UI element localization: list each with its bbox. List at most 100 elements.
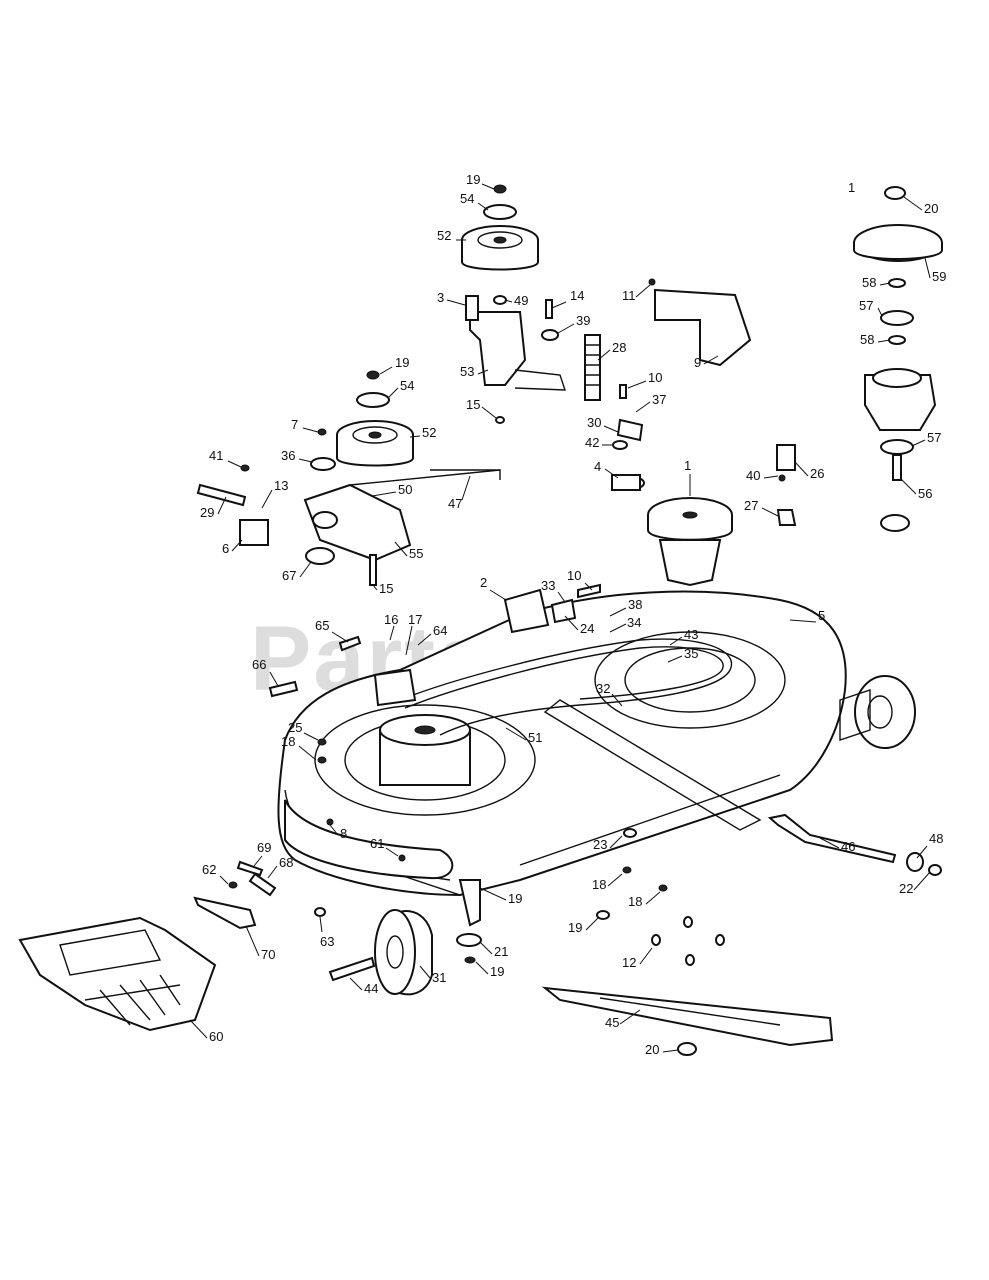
part-callout-40: 40 xyxy=(746,468,760,483)
small-hardware xyxy=(268,299,797,862)
callout-leader-65 xyxy=(331,631,349,643)
callout-leader-14 xyxy=(551,301,567,309)
part-callout-57: 57 xyxy=(859,298,873,313)
callout-leader-40 xyxy=(763,475,779,479)
callout-leader-33 xyxy=(557,591,566,603)
part-callout-39: 39 xyxy=(576,313,590,328)
center-spindle-assembly xyxy=(611,474,733,587)
callout-leader-5 xyxy=(789,619,817,623)
callout-leader-54 xyxy=(477,202,489,211)
part-callout-58: 58 xyxy=(862,275,876,290)
callout-leader-19 xyxy=(481,183,495,190)
callout-leader-27 xyxy=(761,507,779,517)
part-callout-1: 1 xyxy=(848,180,855,195)
part-callout-20: 20 xyxy=(924,201,938,216)
part-callout-64: 64 xyxy=(433,623,447,638)
part-callout-69: 69 xyxy=(257,840,271,855)
part-callout-1: 1 xyxy=(684,458,691,473)
callout-leader-24 xyxy=(564,615,579,631)
part-callout-15: 15 xyxy=(379,581,393,596)
callout-leader-46 xyxy=(819,837,840,849)
callout-leader-29 xyxy=(217,496,227,515)
part-callout-54: 54 xyxy=(460,191,474,206)
callout-leader-10 xyxy=(627,380,647,389)
part-callout-52: 52 xyxy=(422,425,436,440)
part-callout-70: 70 xyxy=(261,947,275,962)
part-callout-19: 19 xyxy=(508,891,522,906)
part-callout-35: 35 xyxy=(684,646,698,661)
callout-leader-52 xyxy=(409,435,421,438)
part-callout-49: 49 xyxy=(514,293,528,308)
part-callout-46: 46 xyxy=(841,839,855,854)
callout-leader-8 xyxy=(329,824,339,836)
callout-leader-38 xyxy=(609,607,627,617)
part-callout-56: 56 xyxy=(918,486,932,501)
callout-leader-16 xyxy=(389,625,395,641)
callout-leader-51 xyxy=(505,727,527,741)
part-callout-27: 27 xyxy=(744,498,758,513)
callout-leader-44 xyxy=(349,977,363,991)
part-callout-41: 41 xyxy=(209,448,223,463)
callout-leader-18 xyxy=(607,873,623,887)
callout-leader-25 xyxy=(303,732,319,741)
callout-leader-23 xyxy=(609,835,623,849)
callout-leader-54 xyxy=(387,387,399,399)
part-callout-47: 47 xyxy=(448,496,462,511)
callout-leader-35 xyxy=(667,655,683,663)
part-callout-67: 67 xyxy=(282,568,296,583)
part-callout-60: 60 xyxy=(209,1029,223,1044)
callout-leader-47 xyxy=(461,475,471,501)
callout-leader-13 xyxy=(261,489,273,509)
callout-leader-37 xyxy=(635,401,651,413)
part-callout-25: 25 xyxy=(288,720,302,735)
callout-leader-48 xyxy=(916,845,928,859)
part-callout-65: 65 xyxy=(315,618,329,633)
callout-leader-7 xyxy=(302,427,319,433)
part-callout-58: 58 xyxy=(860,332,874,347)
part-callout-3: 3 xyxy=(437,290,444,305)
part-callout-38: 38 xyxy=(628,597,642,612)
left-idler-pulley-assembly xyxy=(196,370,501,586)
part-callout-26: 26 xyxy=(810,466,824,481)
part-callout-31: 31 xyxy=(432,970,446,985)
callout-leader-43 xyxy=(669,636,683,646)
part-callout-22: 22 xyxy=(899,881,913,896)
part-callout-14: 14 xyxy=(570,288,584,303)
callout-leader-19 xyxy=(585,917,599,931)
callout-leader-9 xyxy=(703,355,719,365)
callout-leader-45 xyxy=(619,1009,641,1025)
callout-leader-67 xyxy=(299,561,312,578)
part-callout-63: 63 xyxy=(320,934,334,949)
part-callout-33: 33 xyxy=(541,578,555,593)
part-callout-61: 61 xyxy=(370,836,384,851)
part-callout-13: 13 xyxy=(274,478,288,493)
part-callout-9: 9 xyxy=(694,355,701,370)
part-callout-18: 18 xyxy=(628,894,642,909)
callout-leader-49 xyxy=(504,299,513,303)
part-callout-32: 32 xyxy=(596,681,610,696)
callout-leader-31 xyxy=(419,965,431,979)
callout-leader-19 xyxy=(479,887,507,901)
part-callout-54: 54 xyxy=(400,378,414,393)
callout-leader-10 xyxy=(584,582,593,591)
part-callout-50: 50 xyxy=(398,482,412,497)
callout-leader-6 xyxy=(231,539,243,552)
right-spindle-assembly xyxy=(853,186,943,532)
callout-leader-64 xyxy=(417,633,432,646)
part-callout-68: 68 xyxy=(279,855,293,870)
part-callout-19: 19 xyxy=(490,964,504,979)
part-callout-18: 18 xyxy=(281,734,295,749)
part-callout-34: 34 xyxy=(627,615,641,630)
callout-leader-68 xyxy=(267,865,278,879)
callout-leader-55 xyxy=(394,541,408,557)
part-callout-17: 17 xyxy=(408,612,422,627)
part-callout-23: 23 xyxy=(593,837,607,852)
part-callout-11: 11 xyxy=(622,288,636,303)
callout-leader-28 xyxy=(597,349,611,361)
part-callout-4: 4 xyxy=(594,459,601,474)
part-callout-44: 44 xyxy=(364,981,378,996)
part-callout-5: 5 xyxy=(818,608,825,623)
part-callout-62: 62 xyxy=(202,862,216,877)
part-callout-66: 66 xyxy=(252,657,266,672)
mower-deck-housing xyxy=(277,590,916,897)
